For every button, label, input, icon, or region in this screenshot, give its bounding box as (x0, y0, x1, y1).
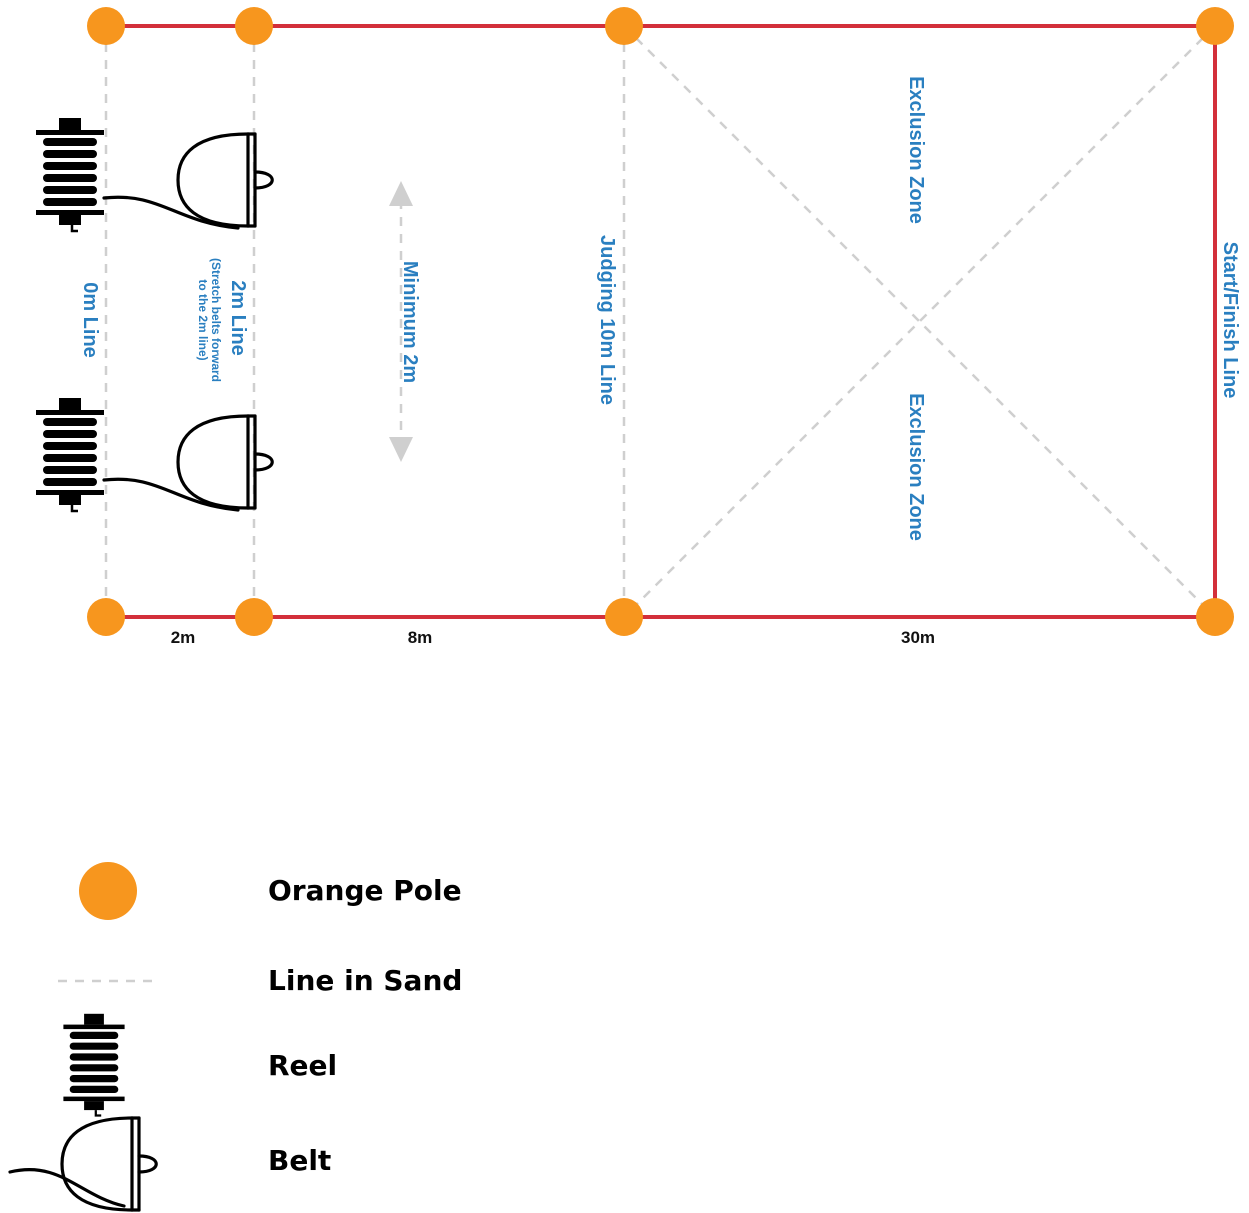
legend-label-sand: Line in Sand (268, 964, 462, 997)
two-line-label: 2m Line (227, 280, 249, 356)
belt-legend-icon (60, 1116, 158, 1212)
orange-pole (87, 598, 125, 636)
dimension-label: 30m (901, 628, 935, 647)
start-finish-line-label: Start/Finish Line (1219, 242, 1241, 399)
judging-line-label: Judging 10m Line (596, 235, 618, 405)
orange-pole (87, 7, 125, 45)
orange-poles (87, 7, 1234, 636)
legend-label-reel: Reel (268, 1049, 337, 1082)
minimum-arrow (389, 181, 413, 462)
reel-icon (34, 396, 106, 513)
two-line-note-2: to the 2m line) (196, 279, 210, 360)
legend-label-pole: Orange Pole (268, 874, 462, 907)
course-border (106, 24, 1217, 619)
reel-rope (102, 195, 240, 230)
legend-label-belt: Belt (268, 1144, 331, 1177)
belt-icon (176, 132, 274, 228)
minimum-label: Minimum 2m (399, 261, 421, 383)
legend: Orange Pole Line in Sand Reel Belt (8, 862, 462, 1212)
zero-line-label: 0m Line (79, 282, 101, 358)
orange-pole (235, 598, 273, 636)
orange-pole-legend-icon (79, 862, 137, 920)
belt-legend-rope (8, 1168, 126, 1208)
dimension-label: 2m (171, 628, 196, 647)
exclusion-zone-top-label: Exclusion Zone (905, 76, 927, 224)
orange-pole (1196, 598, 1234, 636)
belt-icon (176, 414, 274, 510)
exclusion-diagonal-b (623, 25, 1216, 618)
dimension-label: 8m (408, 628, 433, 647)
exclusion-diagonal-a (623, 25, 1216, 618)
reel-icon (34, 116, 106, 233)
orange-pole (605, 598, 643, 636)
exclusion-zone-bottom-label: Exclusion Zone (905, 393, 927, 541)
orange-pole (235, 7, 273, 45)
reel-rope (102, 477, 240, 512)
two-line-note-1: (Stretch belts forward (209, 258, 223, 382)
orange-pole (605, 7, 643, 45)
orange-pole (1196, 7, 1234, 45)
reel-legend-icon (62, 1012, 126, 1117)
